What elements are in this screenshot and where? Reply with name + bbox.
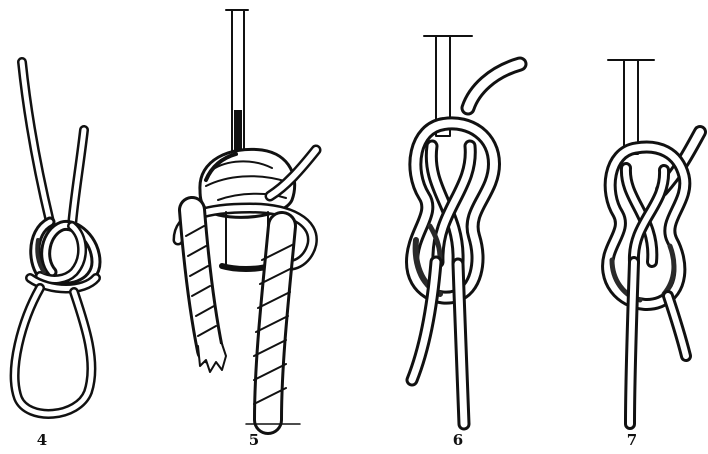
knot-figure-7 — [608, 60, 700, 424]
figure-number-5: 5 — [239, 432, 269, 448]
knot-figure-5 — [178, 10, 316, 424]
knot-figure-4 — [15, 62, 96, 414]
figure-number-6: 6 — [443, 432, 473, 448]
frayed-end — [198, 344, 226, 372]
knot-figure-6 — [412, 36, 520, 424]
figure-number-7: 7 — [617, 432, 647, 448]
stake — [624, 60, 638, 154]
figure-number-4: 4 — [27, 432, 57, 448]
